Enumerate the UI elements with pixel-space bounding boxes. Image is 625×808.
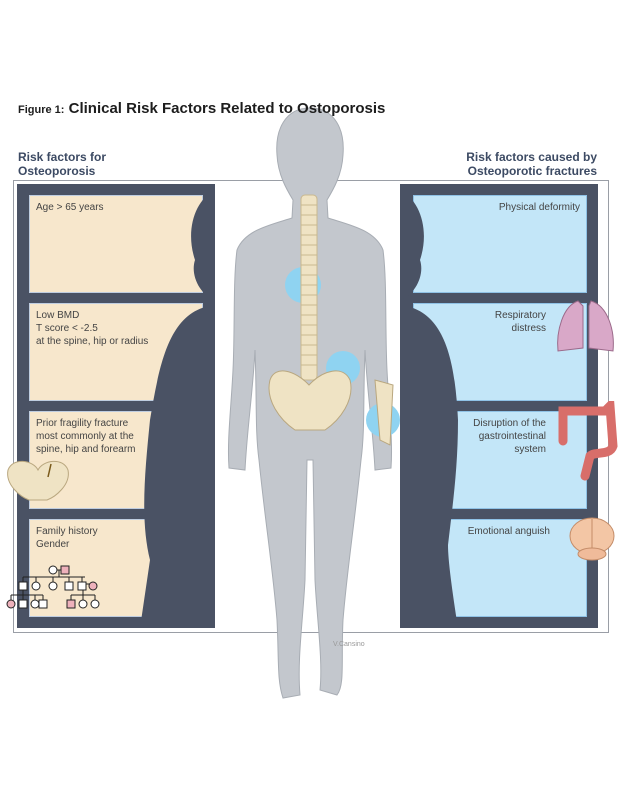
effect-box-deformity: Physical deformity	[413, 195, 587, 293]
figure-label: Figure 1:	[18, 104, 65, 116]
lungs-icon	[557, 300, 614, 352]
box-text: spine, hip and forearm	[36, 444, 136, 455]
spine-icon	[300, 194, 318, 381]
left-shadow-figure	[140, 190, 215, 628]
left-heading-line: Risk factors for	[18, 150, 107, 164]
pelvis-icon	[268, 370, 352, 431]
box-text: Low BMD	[36, 310, 80, 321]
hand-bones-icon	[374, 379, 394, 446]
box-text: distress	[511, 323, 546, 334]
fractured-pelvis-icon	[7, 460, 69, 501]
box-text: Emotional anguish	[467, 526, 550, 537]
family-tree-icon	[6, 565, 100, 609]
box-text: at the spine, hip or radius	[36, 336, 149, 347]
box-text: Respiratory	[494, 310, 546, 321]
right-heading-line: Osteoporotic fractures	[467, 164, 597, 178]
brain-icon	[569, 517, 615, 561]
colon-icon	[558, 401, 618, 481]
right-shadow-figure	[400, 190, 458, 628]
right-heading-line: Risk factors caused by	[466, 150, 597, 164]
box-text: Disruption of the	[473, 418, 546, 429]
illustrator-credit: V.Cansino	[333, 641, 365, 648]
box-text: Prior fragility fracture	[36, 418, 129, 429]
box-text: T score < -2.5	[36, 323, 98, 334]
box-text: Family history	[36, 526, 98, 537]
box-text: gastrointestinal	[478, 431, 546, 442]
box-text: Physical deformity	[498, 202, 580, 213]
box-text: system	[514, 444, 546, 455]
box-text: Age > 65 years	[36, 202, 104, 213]
box-text: Gender	[36, 539, 70, 550]
box-text: most commonly at the	[36, 431, 134, 442]
left-heading-line: Osteoporosis	[18, 164, 96, 178]
figure-title-text: Clinical Risk Factors Related to Ostopor…	[68, 100, 386, 117]
human-body-figure	[227, 107, 400, 699]
figure-title: Figure 1: Clinical Risk Factors Related …	[18, 100, 385, 117]
